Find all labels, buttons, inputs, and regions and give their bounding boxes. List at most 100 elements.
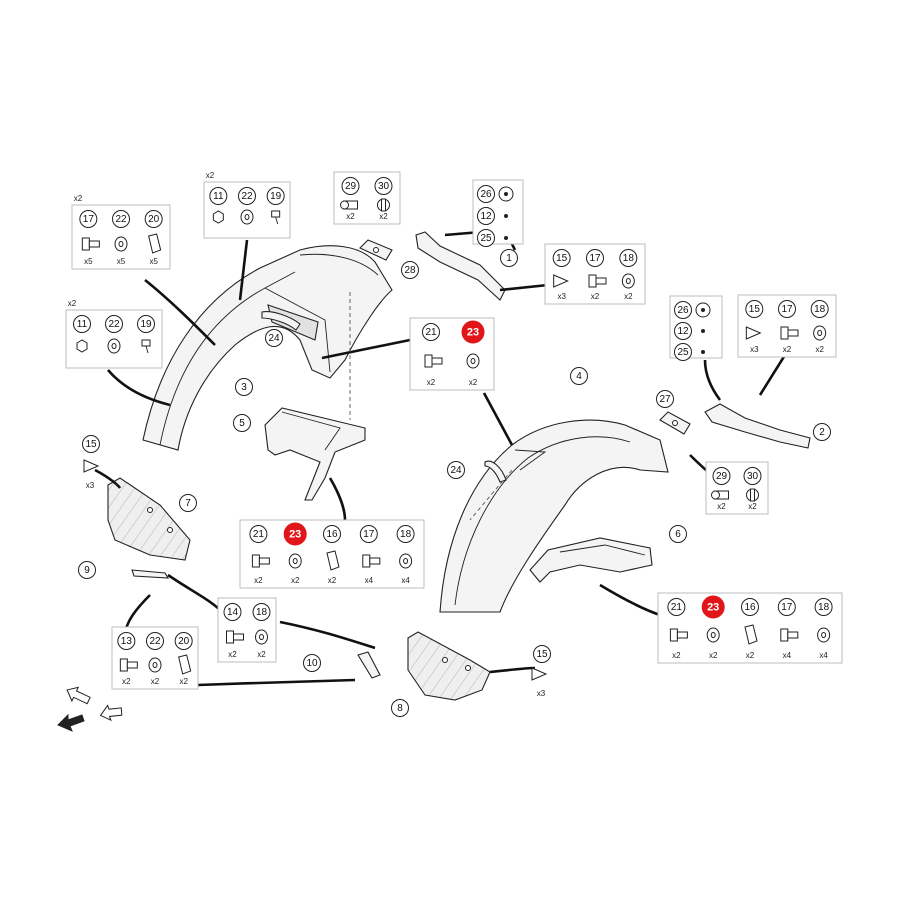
callout-number: 17 [781, 304, 793, 315]
quantity-label: x3 [750, 345, 759, 354]
hardware-18-icon [255, 629, 268, 645]
callout-number: 10 [306, 658, 318, 669]
hardware-13-icon [119, 658, 138, 672]
part-24-clip-mid [484, 460, 507, 483]
callout-number: 2 [819, 427, 825, 438]
callout-number: 26 [480, 189, 492, 200]
parts-box-g-26-12-25-top: 26 12 25 [472, 179, 524, 247]
part-5-bracket [264, 407, 366, 501]
quantity-label: x2 [469, 378, 478, 387]
callout-25: 25 [477, 229, 495, 247]
callout-number: 20 [178, 636, 190, 647]
quantity-label: x2 [709, 651, 718, 660]
callout-26: 26 [477, 185, 495, 203]
callout-number: 15 [85, 439, 97, 450]
callout-25: 25 [674, 343, 692, 361]
callout-number: 16 [744, 602, 756, 613]
callout-13: 13 [117, 632, 136, 650]
callout-23: 23 [461, 320, 485, 344]
hardware-21-icon [424, 354, 443, 368]
callout-number: 25 [480, 233, 492, 244]
hardware-30-icon [377, 198, 390, 212]
callout-number: 17 [363, 529, 375, 540]
hardware-14-icon [226, 630, 244, 644]
hardware-23-icon [288, 553, 302, 569]
callout-number: 21 [671, 602, 683, 613]
callout-21: 21 [249, 525, 268, 543]
hardware-12-icon [701, 329, 705, 333]
hardware-17-icon [362, 554, 381, 568]
quantity-label: x5 [84, 257, 93, 266]
part-9-bar [131, 569, 170, 579]
hardware-17-icon [588, 274, 607, 288]
part-8-mudflap [407, 631, 491, 701]
parts-box-g-26-12-25-right: 26 12 25 [669, 295, 723, 361]
callout-number: 4 [576, 371, 582, 382]
quantity-label: x2 [815, 345, 824, 354]
callout-number: 18 [818, 602, 830, 613]
callout-number: 19 [140, 319, 152, 330]
hardware-16-icon [744, 624, 758, 645]
callout-16: 16 [323, 525, 341, 543]
callout-18: 18 [252, 603, 271, 621]
part-7-mudflap [107, 477, 191, 561]
quantity-label: x2 [291, 576, 300, 585]
part-3-rear-left-fender [142, 245, 393, 451]
callout-number: 17 [589, 253, 601, 264]
callout-number: 5 [239, 418, 245, 429]
leader-lines [94, 228, 787, 687]
callout-17: 17 [359, 525, 378, 543]
quantity-label: x4 [401, 576, 410, 585]
callout-22: 22 [146, 632, 164, 650]
quantity-label: x2 [717, 502, 726, 511]
hardware-20-icon [178, 654, 192, 675]
callout-number: 26 [677, 305, 689, 316]
callout-18: 18 [814, 598, 833, 616]
callout-number: 18 [623, 253, 635, 264]
callout-number: 18 [256, 607, 268, 618]
callout-number: 12 [480, 211, 492, 222]
quantity-label: x2 [346, 212, 355, 221]
hardware-29-icon [711, 490, 729, 500]
quantity-label: x2 [328, 576, 337, 585]
callout-number: 14 [227, 607, 239, 618]
callout-number: 19 [270, 191, 282, 202]
quantity-label: x2 [257, 650, 266, 659]
callout-27-part12: 27 [656, 390, 674, 408]
callout-number: 3 [241, 382, 247, 393]
quantity-label: x2 [379, 212, 388, 221]
hardware-17-icon [780, 326, 799, 340]
quantity-label: x5 [117, 257, 126, 266]
callout-number: 12 [677, 326, 689, 337]
callout-number: 22 [115, 214, 127, 225]
callout-24-part11: 24 [447, 461, 465, 479]
callout-6-part5: 6 [669, 525, 687, 543]
callout-number: 22 [241, 191, 253, 202]
callout-number: 15 [556, 253, 568, 264]
quantity-label: x2 [122, 677, 131, 686]
callout-15-part15: 15 [533, 645, 551, 663]
quantity-label: x3 [86, 481, 95, 490]
callout-number: 30 [378, 181, 390, 192]
box-multiplier-label: x2 [206, 171, 215, 180]
quantity-label: x5 [149, 257, 158, 266]
hardware-25-icon [701, 350, 705, 354]
callout-number: 23 [707, 602, 719, 614]
callout-11: 11 [73, 315, 91, 333]
hardware-15-icon [531, 667, 548, 681]
callout-number: 27 [659, 394, 671, 405]
callout-21: 21 [422, 323, 440, 341]
hardware-26-icon [498, 186, 514, 202]
hardware-11-icon [212, 210, 224, 224]
part-4-rear-right-fender [439, 419, 669, 613]
quantity-label: x2 [254, 576, 263, 585]
callout-number: 15 [536, 649, 548, 660]
callout-18: 18 [396, 525, 415, 543]
callout-15: 15 [745, 300, 764, 318]
callout-number: 6 [675, 529, 681, 540]
